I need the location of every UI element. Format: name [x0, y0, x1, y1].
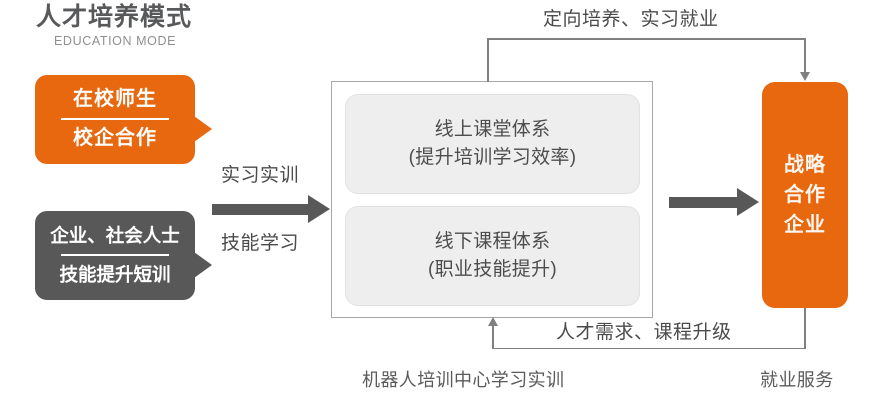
callout-tail-icon — [194, 116, 212, 142]
cooperation-arrow-icon — [669, 188, 759, 216]
middle-arrow-label-bottom: 技能学习 — [221, 233, 300, 254]
source-card-students-line2: 校企合作 — [73, 127, 157, 149]
strategic-partner-line1: 战略 — [784, 154, 826, 176]
caption-employment-service: 就业服务 — [760, 370, 834, 390]
strategic-partner-box[interactable]: 战略 合作 企业 — [762, 82, 848, 308]
top-flow-line-horizontal — [487, 38, 805, 40]
middle-arrow-label-top: 实习实训 — [221, 165, 300, 186]
panel-offline-line2: (职业技能提升) — [427, 259, 558, 280]
source-card-enterprise-line1: 企业、社会人士 — [50, 225, 180, 246]
title-block: 人才培养模式 EDUCATION MODE — [36, 2, 192, 49]
training-center-box: 线上课堂体系 (提升培训学习效率) 线下课程体系 (职业技能提升) — [331, 81, 653, 318]
panel-offline-line1: 线下课程体系 — [434, 231, 551, 252]
divider — [61, 118, 169, 120]
bottom-flow-line-right — [804, 308, 806, 349]
top-flow-line-left — [487, 38, 489, 82]
bottom-flow-line-horizontal — [492, 347, 805, 349]
bottom-flow-label: 人才需求、课程升级 — [556, 322, 732, 343]
strategic-partner-line2: 合作 — [784, 184, 826, 206]
caption-training-center: 机器人培训中心学习实训 — [362, 370, 565, 390]
panel-online-line1: 线上课堂体系 — [434, 119, 551, 140]
page-subtitle: EDUCATION MODE — [54, 34, 177, 48]
bottom-flow-arrowhead-icon — [488, 317, 498, 326]
top-flow-arrowhead-icon — [800, 72, 810, 81]
top-flow-label: 定向培养、实习就业 — [543, 9, 719, 30]
panel-online-line2: (提升培训学习效率) — [408, 147, 577, 168]
panel-online-course-system[interactable]: 线上课堂体系 (提升培训学习效率) — [345, 94, 640, 194]
callout-tail-icon — [194, 252, 212, 278]
page-title: 人才培养模式 — [36, 3, 193, 31]
source-card-students-line1: 在校师生 — [73, 88, 157, 110]
source-card-students[interactable]: 在校师生 校企合作 — [35, 75, 212, 164]
source-card-enterprise-line2: 技能提升短训 — [59, 264, 171, 285]
divider — [61, 254, 169, 256]
panel-offline-course-system[interactable]: 线下课程体系 (职业技能提升) — [345, 206, 640, 306]
transfer-arrow-icon — [212, 195, 330, 223]
source-card-enterprise-public[interactable]: 企业、社会人士 技能提升短训 — [35, 211, 212, 300]
top-flow-line-right — [804, 38, 806, 72]
strategic-partner-line3: 企业 — [784, 214, 826, 236]
bottom-flow-line-left — [492, 326, 494, 348]
